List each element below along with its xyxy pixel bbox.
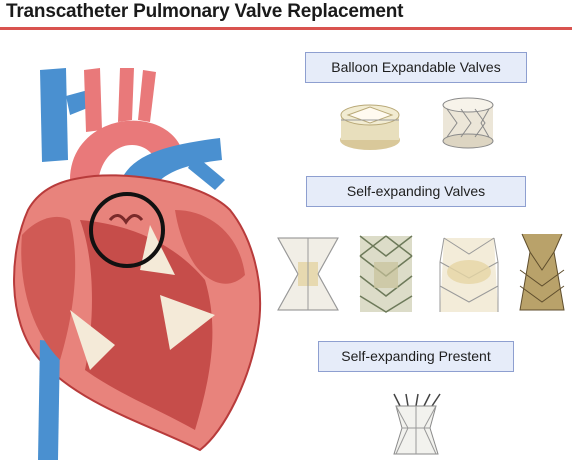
self-expanding-prestent-label: Self-expanding Prestent bbox=[318, 341, 514, 372]
prestent-photo-icon bbox=[393, 393, 441, 455]
balloon-valve-photo-1 bbox=[340, 104, 400, 150]
balloon-valve-photo-2 bbox=[442, 97, 494, 149]
pulmonary-valve-circle bbox=[89, 192, 165, 268]
self-expanding-label: Self-expanding Valves bbox=[306, 176, 526, 207]
page-title: Transcatheter Pulmonary Valve Replacemen… bbox=[6, 1, 404, 22]
self-expanding-valve-photo-1 bbox=[277, 237, 339, 311]
self-expanding-valve-photo-3 bbox=[439, 237, 499, 312]
heart-anatomy-icon bbox=[13, 68, 262, 460]
self-expanding-valve-photo-4 bbox=[519, 233, 565, 311]
self-expanding-valve-photo-2 bbox=[359, 235, 413, 313]
balloon-expandable-label: Balloon Expandable Valves bbox=[305, 52, 527, 83]
title-divider bbox=[0, 27, 572, 30]
